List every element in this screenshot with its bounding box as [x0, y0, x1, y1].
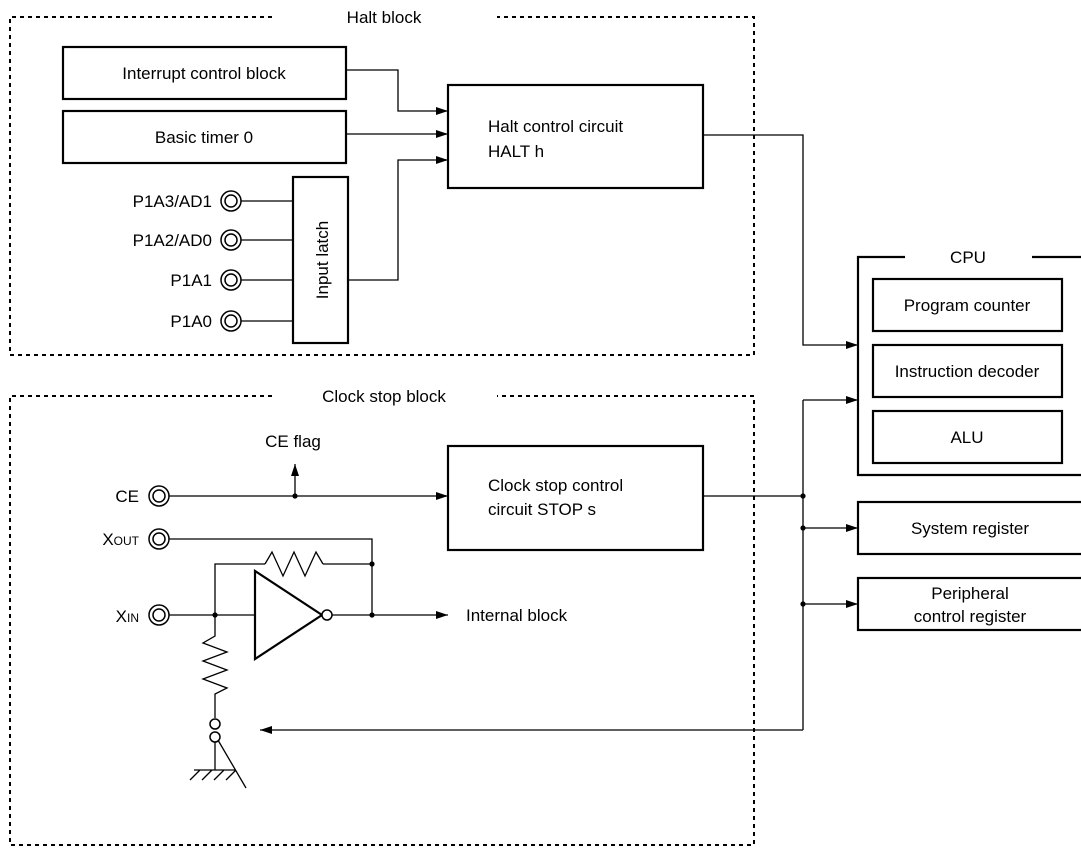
xin-terminal-inner [152, 608, 166, 622]
switch-upper-contact [209, 718, 221, 730]
feedback-junction-dot [369, 561, 375, 567]
halt-control-circuit [446, 83, 705, 190]
peripheral-label-1: Peripheral [931, 584, 1009, 603]
wire-feedback-left [214, 563, 265, 615]
cpu-title: CPU [950, 248, 986, 267]
pin-p1a1-terminal-inner [224, 273, 238, 287]
inverter-bubble [321, 609, 333, 621]
internal-block-label: Internal block [466, 606, 568, 625]
system-register-box [856, 500, 1081, 556]
pin-p1a3-label: P1A3/AD1 [133, 192, 212, 211]
instruction-decoder-label: Instruction decoder [895, 362, 1040, 381]
halt-block-border [9, 16, 755, 356]
clock-stop-control-circuit [446, 444, 705, 552]
bus-junction-dot-1 [800, 493, 806, 499]
output-junction-dot [369, 612, 375, 618]
alu-box [871, 409, 1064, 465]
clock-stop-label-1: Clock stop control [488, 476, 623, 495]
xout-terminal-inner [152, 532, 166, 546]
bus-junction-dot-3 [800, 601, 806, 607]
clock-stop-block-border [9, 395, 755, 846]
pin-p1a0-label: P1A0 [170, 312, 212, 331]
clock-stop-block: Clock stop block Clock stop control circ… [9, 387, 755, 846]
ce-flag-label: CE flag [265, 432, 321, 451]
xout-pin-label: XOUT [102, 530, 139, 549]
interrupt-control-label: Interrupt control block [122, 64, 286, 83]
wire-halt-to-cpu [703, 134, 858, 349]
halt-block: Halt block Interrupt control block Basic… [9, 8, 755, 356]
xin-pin-label: XIN [116, 607, 139, 626]
system-register-label: System register [911, 519, 1029, 538]
clock-stop-label-2: circuit STOP s [488, 500, 596, 519]
cpu-block: CPU Program counter Instruction decoder … [856, 248, 1081, 477]
program-counter-label: Program counter [904, 296, 1031, 315]
switch-blade [214, 734, 247, 789]
ground-icon [189, 769, 237, 781]
wire-interrupt-to-halt [346, 69, 448, 115]
basic-timer-label: Basic timer 0 [155, 128, 253, 147]
pulldown-resistor [201, 615, 229, 718]
halt-control-label-1: Halt control circuit [488, 117, 623, 136]
alu-label: ALU [950, 428, 983, 447]
ce-terminal-inner [152, 489, 166, 503]
switch-lower-contact [209, 731, 221, 743]
input-latch [291, 175, 350, 345]
pin-p1a0-terminal-inner [224, 314, 238, 328]
bus-junction-dot-2 [800, 525, 806, 531]
basic-timer-block [61, 109, 348, 165]
pin-p1a3-terminal-inner [224, 194, 238, 208]
feedback-resistor [264, 550, 324, 578]
clock-stop-block-title: Clock stop block [322, 387, 446, 406]
pin-p1a1-label: P1A1 [170, 271, 212, 290]
wire-latch-to-halt [348, 156, 448, 281]
peripheral-label-2: control register [914, 607, 1027, 626]
ce-pin-label: CE [115, 487, 139, 506]
inverter-triangle [253, 568, 325, 662]
peripheral-control-register-box [856, 576, 1081, 632]
input-latch-label: Input latch [313, 221, 332, 299]
pin-p1a2-label: P1A2/AD0 [133, 231, 212, 250]
interrupt-control-block [61, 45, 348, 101]
program-counter-box [871, 277, 1064, 333]
wire-xout [169, 538, 373, 615]
instruction-decoder-box [871, 343, 1064, 399]
halt-control-label-2: HALT h [488, 142, 544, 161]
pin-p1a2-terminal-inner [224, 233, 238, 247]
halt-block-title: Halt block [347, 8, 422, 27]
